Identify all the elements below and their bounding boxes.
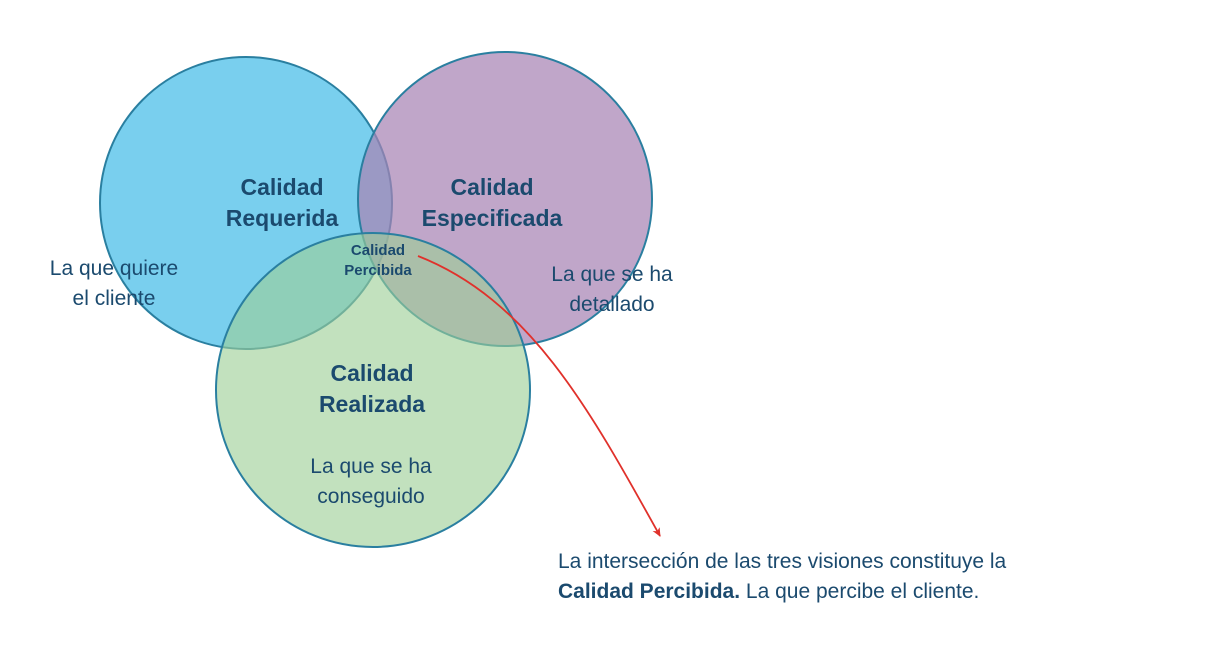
circle-calidad-realizada [215,232,531,548]
sublabel-calidad-especificada: La que se ha detallado [551,263,673,317]
pointer-arrow [417,255,661,537]
sublabel-calidad-requerida: La que quiere el cliente [49,257,179,311]
caption-line2-bold: Calidad Percibida. [558,580,741,604]
label-calidad-especificada: Calidad Especificada [421,174,563,232]
caption: La intersección de las tres visiones con… [558,547,1198,608]
sublabel-calidad-realizada: La que se ha conseguido [310,455,432,509]
label-calidad-percibida: Calidad Percibida [344,242,412,279]
caption-line1-text: La intersección de las tres visiones con… [558,550,1007,573]
label-calidad-realizada: Calidad Realizada [318,360,426,418]
label-calidad-requerida: Calidad Requerida [225,174,339,232]
caption-line1: La intersección de las tres visiones con… [558,547,1198,577]
caption-line2-rest: La que percibe el cliente. [740,580,980,604]
caption-line2: Calidad Percibida. La que percibe el cli… [558,577,1198,607]
